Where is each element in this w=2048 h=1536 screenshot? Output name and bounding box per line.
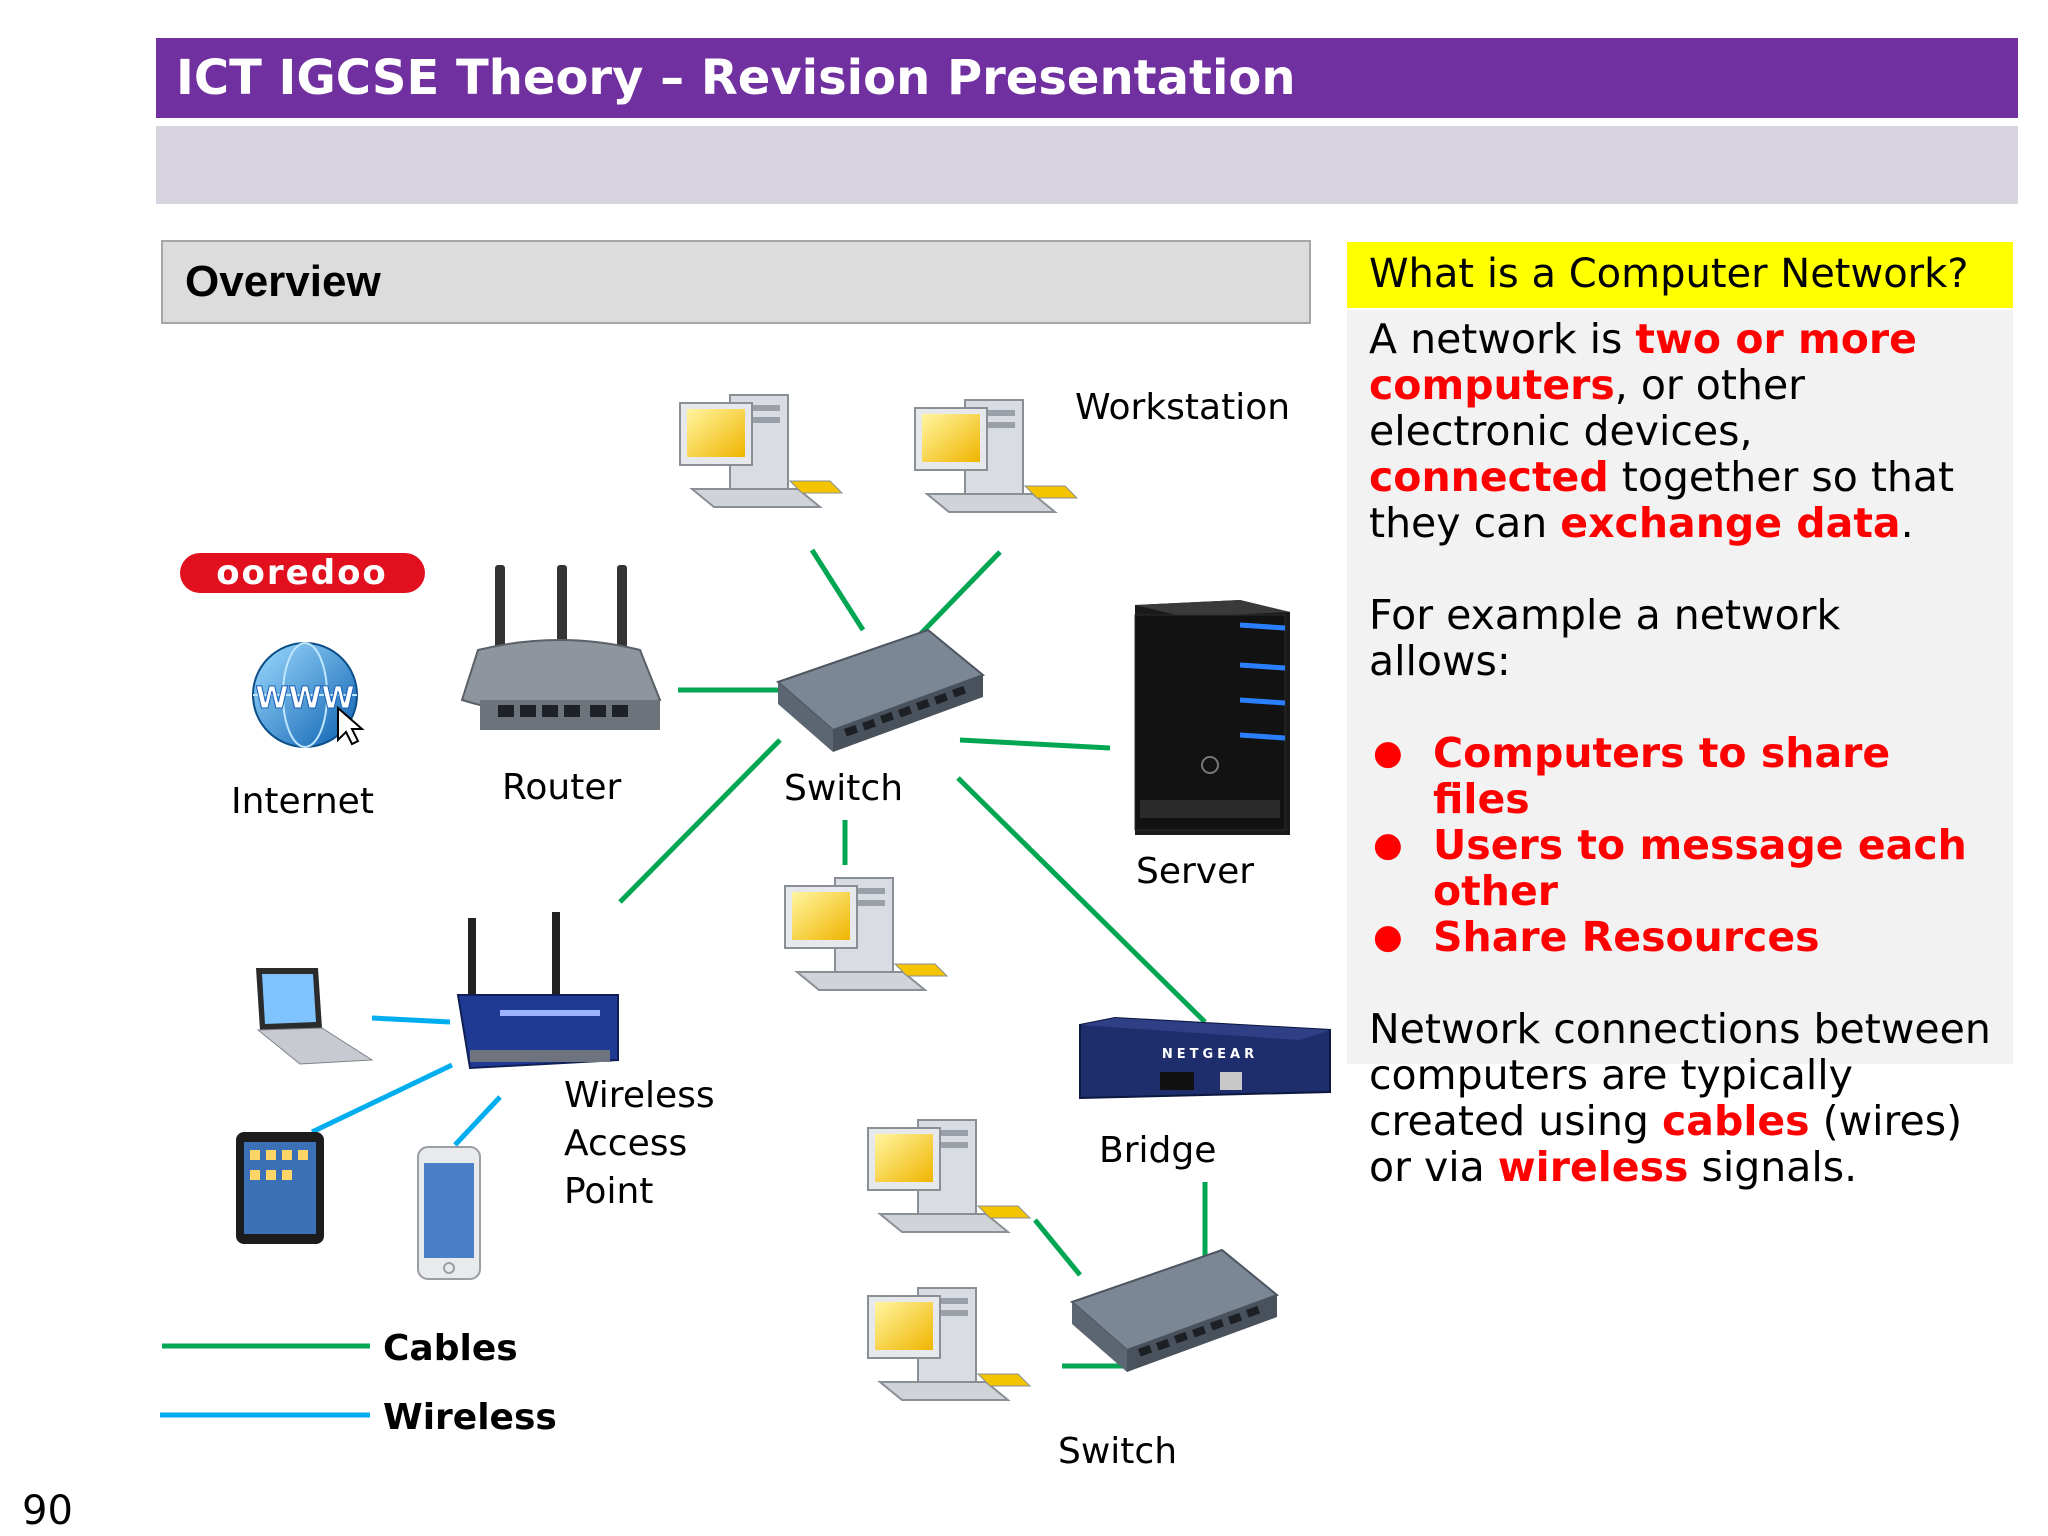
wap-label-line: Access — [564, 1123, 688, 1164]
workstation-computer-icon — [784, 877, 948, 991]
switch-label-top: Switch — [784, 768, 904, 809]
www-text: WWW — [255, 681, 354, 716]
wap-label-line: Point — [564, 1171, 654, 1212]
bridge-brand-text: NETGEAR — [1162, 1047, 1258, 1062]
bridge-label: Bridge — [1099, 1130, 1217, 1171]
list-item: ● Users to message each other — [1369, 822, 1991, 914]
text-run: Network connections between computers ar… — [1369, 1005, 1991, 1145]
bullet-text: Users to message each other — [1433, 821, 1967, 915]
switch-label-bottom: Switch — [1058, 1431, 1178, 1472]
bullet-icon: ● — [1373, 733, 1403, 773]
bullet-icon: ● — [1373, 825, 1403, 865]
example-intro: For example a network allows: — [1369, 591, 1841, 685]
highlight-wireless: wireless — [1497, 1143, 1689, 1191]
wireless-access-point-label: Wireless Access Point — [564, 1072, 715, 1216]
wap-label-line: Wireless — [564, 1075, 715, 1116]
highlight-cables: cables — [1662, 1097, 1810, 1145]
workstation-label: Workstation — [1075, 387, 1291, 428]
connections-paragraph: Network connections between computers ar… — [1369, 1006, 1991, 1190]
network-diagram: ooredoo WWW — [160, 394, 1331, 1418]
isp-logo-text: ooredoo — [216, 553, 388, 593]
text-run: (wires) or via — [1369, 1097, 1963, 1191]
switch-icon — [1071, 1249, 1278, 1373]
definition-panel: A network is two or more computers, or o… — [1347, 310, 2013, 1190]
legend-wireless-label: Wireless — [383, 1397, 557, 1438]
highlight-exchange-data: exchange data — [1560, 499, 1901, 547]
tablet-icon — [236, 1132, 324, 1244]
switch-icon — [777, 629, 984, 753]
definition-paragraph: A network is two or more computers, or o… — [1369, 316, 1991, 546]
internet-label: Internet — [231, 781, 374, 822]
server-icon — [1134, 600, 1290, 835]
list-item: ● Computers to share files — [1369, 730, 1991, 822]
panel-heading: What is a Computer Network? — [1347, 242, 2013, 308]
page-number: 90 — [22, 1488, 73, 1534]
text-run: A network is — [1369, 315, 1636, 363]
text-run: together so that they can — [1369, 453, 1955, 547]
legend-cables-label: Cables — [383, 1328, 518, 1369]
overview-heading: Overview — [161, 240, 1311, 324]
bridge-icon: NETGEAR — [1079, 1016, 1331, 1100]
text-run: , or other electronic devices, — [1369, 361, 1806, 455]
text-run: signals. — [1688, 1143, 1858, 1191]
bullet-text: Share Resources — [1433, 913, 1820, 961]
wireless-access-point-icon — [456, 912, 619, 1070]
highlight-connected: connected — [1369, 453, 1609, 501]
list-item: ● Share Resources — [1369, 914, 1991, 960]
router-icon — [460, 565, 662, 730]
workstation-computer-icon — [867, 1287, 1031, 1401]
router-label: Router — [502, 767, 622, 808]
isp-logo: ooredoo — [180, 553, 425, 593]
text-run: . — [1900, 499, 1914, 547]
wireless-links — [310, 1015, 502, 1147]
legend — [160, 1343, 370, 1418]
highlight-two-or-more: two or more computers — [1369, 315, 1917, 409]
workstation-computer-icon — [867, 1119, 1031, 1233]
server-label: Server — [1136, 851, 1255, 892]
slide-title: ICT IGCSE Theory – Revision Presentation — [156, 38, 2018, 118]
cable-links — [618, 548, 1208, 1369]
laptop-icon — [256, 968, 374, 1065]
examples-list: ● Computers to share files ● Users to mess… — [1369, 730, 1991, 960]
bullet-text: Computers to share files — [1433, 729, 1891, 823]
smartphone-icon — [417, 1146, 481, 1280]
internet-globe-icon: WWW — [252, 642, 365, 748]
workstation-computer-icon — [914, 399, 1078, 513]
workstation-computer-icon — [679, 394, 843, 508]
bullet-icon: ● — [1373, 917, 1403, 957]
subtitle-bar — [156, 126, 2018, 204]
